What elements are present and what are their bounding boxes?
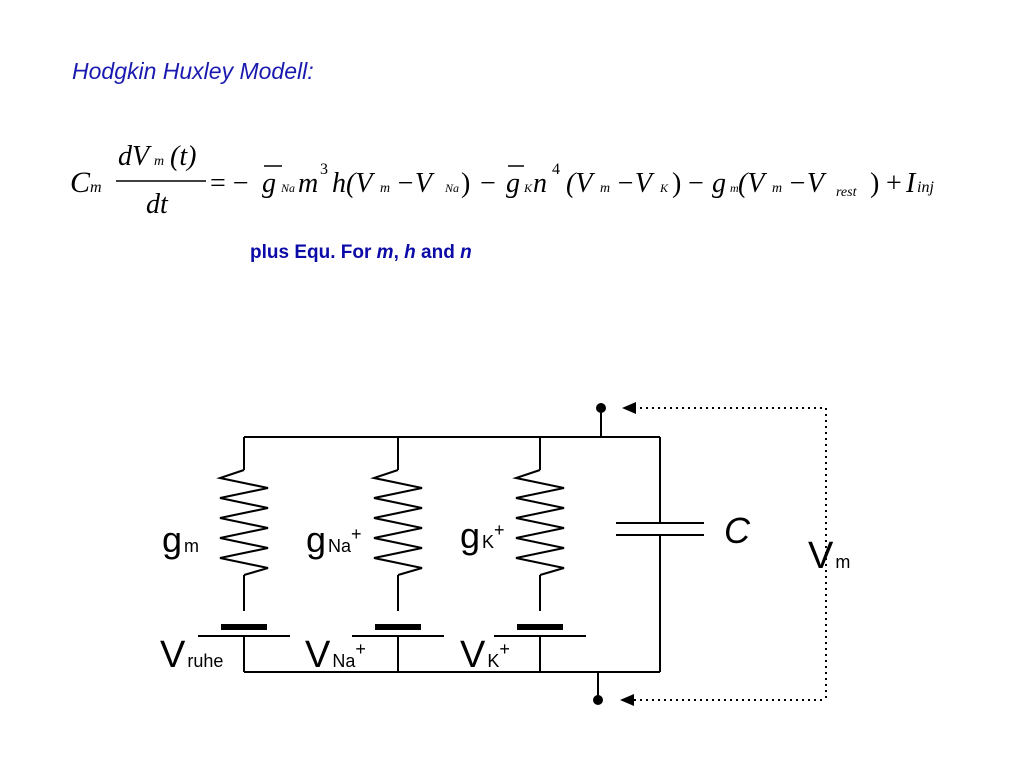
- resistor-gm: [216, 469, 269, 576]
- note-n: n: [460, 242, 472, 263]
- eq-g-m-sub: m: [730, 181, 739, 195]
- eq-t1-v2-sub: Na: [444, 181, 459, 195]
- page-title: Hodgkin Huxley Modell:: [72, 58, 314, 84]
- note-prefix: plus Equ. For: [250, 242, 377, 263]
- vm-arrow-top: [622, 402, 636, 414]
- eq-t3-close: ): [870, 168, 879, 199]
- eq-t3-open: (V: [738, 168, 767, 199]
- eq-t2-v1-sub: m: [600, 181, 610, 196]
- eq-i: I: [905, 168, 917, 199]
- eq-denominator: dt: [146, 189, 169, 220]
- eq-t3-minus-v: −V: [788, 168, 827, 199]
- eq-t2-close: ): [672, 168, 681, 199]
- eq-g-na: g: [262, 168, 276, 199]
- eq-minus-3: −: [688, 168, 704, 199]
- eq-t3-v1-sub: m: [772, 181, 782, 196]
- eq-h: h: [332, 168, 346, 199]
- terminal-dot-top: [596, 403, 606, 413]
- note-comma: ,: [393, 242, 405, 263]
- eq-n: n: [533, 168, 547, 199]
- eq-t1-close: ): [461, 168, 470, 199]
- note-m: m: [376, 242, 394, 263]
- eq-numerator: dV: [118, 141, 152, 172]
- eq-g-m: g: [712, 168, 726, 199]
- eq-g-na-sub: Na: [280, 181, 295, 195]
- eq-t1-minus-v: −V: [396, 168, 435, 199]
- eq-t1-v1-sub: m: [380, 181, 390, 196]
- eq-numerator-arg: (t): [170, 141, 196, 172]
- vm-arrow-bottom: [620, 694, 634, 706]
- eq-equals: = −: [210, 168, 249, 199]
- eq-g-k-sub: K: [523, 181, 533, 195]
- resistor-gk: [512, 469, 565, 576]
- terminal-dot-bottom: [593, 695, 603, 705]
- note-h: h: [404, 242, 416, 263]
- equations-note: plus Equ. For m, h and n: [250, 242, 472, 264]
- eq-t2-open: (V: [566, 168, 595, 199]
- eq-n-exp: 4: [552, 161, 560, 178]
- note-and: and: [415, 242, 461, 263]
- eq-t2-minus-v: −V: [616, 168, 655, 199]
- eq-m-exp: 3: [320, 161, 328, 178]
- eq-t2-v2-sub: K: [659, 181, 669, 195]
- eq-i-sub: inj: [917, 179, 934, 196]
- label-c: C: [724, 510, 751, 551]
- eq-numerator-sub: m: [154, 154, 164, 169]
- eq-g-k: g: [506, 168, 520, 199]
- eq-t1-open: (V: [346, 168, 375, 199]
- eq-c: C: [70, 166, 91, 199]
- eq-c-sub: m: [90, 179, 102, 196]
- resistor-gna: [370, 469, 423, 576]
- eq-t3-v2-sub: rest: [836, 185, 858, 200]
- eq-plus: +: [886, 168, 902, 199]
- eq-minus-2: −: [480, 168, 496, 199]
- eq-m: m: [298, 168, 318, 199]
